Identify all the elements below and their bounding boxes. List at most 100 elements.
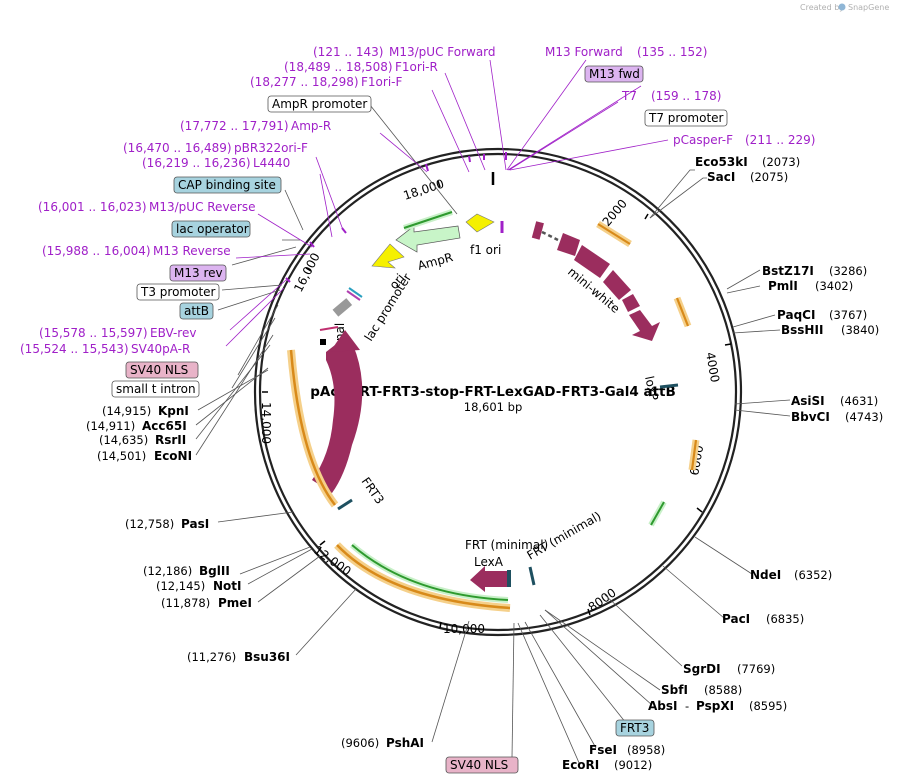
enzyme-absi-sep: - bbox=[685, 699, 689, 713]
enzyme-pasi-pos: (12,758) bbox=[125, 517, 174, 531]
primer-m13-fwd-pos: (135 .. 152) bbox=[637, 45, 707, 59]
primer-amp-r: Amp-R bbox=[291, 119, 331, 133]
enzyme-sgrdi-pos: (7769) bbox=[737, 662, 775, 676]
lac-promoter-feature bbox=[332, 298, 353, 317]
frt-minimal-label-2: FRT (minimal) bbox=[525, 509, 604, 563]
tick-12000: 12,000 bbox=[311, 543, 353, 579]
primer-m13-rev-pos: (15,988 .. 16,004) bbox=[42, 244, 151, 258]
primer-ticks bbox=[285, 152, 507, 283]
loxp-mark bbox=[659, 383, 679, 389]
enzyme-paci: PacI bbox=[722, 612, 750, 626]
frt-minimal-mark-1 bbox=[507, 570, 511, 587]
m13-rev-label: M13 rev bbox=[174, 266, 223, 280]
gal4-feature bbox=[312, 345, 363, 493]
primer-pbr322ori-f: pBR322ori-F bbox=[234, 141, 308, 155]
enzyme-rsrii-pos: (14,635) bbox=[99, 433, 148, 447]
enzyme-pmli: PmlI bbox=[768, 279, 798, 293]
enzyme-saci-pos: (2075) bbox=[750, 170, 788, 184]
enzyme-bglii: BglII bbox=[199, 564, 230, 578]
primer-m13puc-rev-pos: (16,001 .. 16,023) bbox=[38, 200, 147, 214]
primer-sv40pa-r: SV40pA-R bbox=[131, 342, 190, 356]
enzyme-paci-pos: (6835) bbox=[766, 612, 804, 626]
enzyme-acc65i: Acc65I bbox=[142, 419, 187, 433]
leaders-left bbox=[195, 104, 515, 759]
f1-ori-feature bbox=[465, 213, 495, 233]
primer-sv40pa-r-pos: (15,524 .. 15,543) bbox=[20, 342, 129, 356]
enzyme-bsu36i: Bsu36I bbox=[244, 650, 290, 664]
attb-label: attB bbox=[184, 304, 209, 318]
m13-rev-box bbox=[169, 264, 227, 282]
lac-operator-mark bbox=[346, 290, 361, 301]
gal4-arrowhead bbox=[330, 330, 360, 352]
orange-arc-right1 bbox=[597, 223, 631, 245]
cap-binding-label: CAP binding site bbox=[178, 178, 276, 192]
primer-m13puc-rev: M13/pUC Reverse bbox=[149, 200, 256, 214]
enzyme-pasi: PasI bbox=[181, 517, 209, 531]
primer-pcasper-f: pCasper-F bbox=[673, 133, 733, 147]
leaders-primers bbox=[225, 59, 669, 347]
enzyme-econi: EcoNI bbox=[154, 449, 192, 463]
ampr-promoter-box bbox=[267, 95, 372, 113]
enzyme-ndei-pos: (6352) bbox=[794, 568, 832, 582]
enzyme-kpni-pos: (14,915) bbox=[102, 404, 151, 418]
primer-l4440-pos: (16,219 .. 16,236) bbox=[142, 156, 251, 170]
orange-arc-left bbox=[289, 349, 336, 506]
loxp-label: loxP bbox=[642, 375, 661, 402]
enzyme-pmei: PmeI bbox=[218, 596, 252, 610]
frt3-mark bbox=[337, 498, 353, 511]
enzyme-eco53ki-pos: (2073) bbox=[762, 155, 800, 169]
mini-white-exon-1 bbox=[531, 221, 544, 240]
frt3-bottom-label: FRT3 bbox=[620, 721, 649, 735]
t3-promoter-box bbox=[136, 283, 220, 301]
primer-t7-pos: (159 .. 178) bbox=[651, 89, 721, 103]
mini-white-intron bbox=[541, 230, 559, 242]
enzyme-bbvci: BbvCI bbox=[791, 410, 830, 424]
sv40-nls-left-label: SV40 NLS bbox=[130, 363, 188, 377]
enzyme-eco53ki: Eco53kI bbox=[695, 155, 748, 169]
tick-10000: 10,000 bbox=[443, 622, 485, 636]
t3-promoter-label: T3 promoter bbox=[140, 285, 216, 299]
tick-18000: 18,000 bbox=[402, 177, 446, 203]
primer-pbr322ori-f-pos: (16,470 .. 16,489) bbox=[123, 141, 232, 155]
small-t-intron-box bbox=[111, 380, 200, 398]
primer-m13puc-fwd: M13/pUC Forward bbox=[389, 45, 496, 59]
tick-14000: 14,000 bbox=[259, 402, 273, 444]
primer-m13-fwd: M13 Forward bbox=[545, 45, 623, 59]
small-mark-1 bbox=[320, 339, 326, 345]
primer-f1ori-f-pos: (18,277 .. 18,298) bbox=[250, 75, 359, 89]
sv40-nls-bottom-label: SV40 NLS bbox=[450, 758, 508, 772]
ori-feature bbox=[371, 243, 405, 269]
lac-operator-label: lac operator bbox=[176, 222, 249, 236]
backbone-outer bbox=[253, 147, 743, 637]
enzyme-pshai: PshAI bbox=[386, 736, 424, 750]
orange-arc-right2 bbox=[675, 297, 690, 327]
sv40-nls-left-box bbox=[125, 361, 199, 379]
primer-f1ori-f: F1ori-F bbox=[361, 75, 402, 89]
enzyme-noti-pos: (12,145) bbox=[156, 579, 205, 593]
enzyme-paqci: PaqCI bbox=[777, 308, 815, 322]
enzyme-kpni: KpnI bbox=[158, 404, 189, 418]
sv40-polya-mark bbox=[319, 326, 339, 331]
attb-box bbox=[179, 302, 214, 320]
primer-amp-r-pos: (17,772 .. 17,791) bbox=[180, 119, 289, 133]
enzyme-ndei: NdeI bbox=[750, 568, 781, 582]
enzyme-fsei: FseI bbox=[589, 743, 617, 757]
enzyme-absi: AbsI bbox=[648, 699, 677, 713]
enzyme-sgrdi: SgrDI bbox=[683, 662, 721, 676]
primer-ebv-rev-pos: (15,578 .. 15,597) bbox=[39, 326, 148, 340]
enzyme-pspxi-pos: (8595) bbox=[749, 699, 787, 713]
enzyme-pspxi: PspXI bbox=[696, 699, 734, 713]
enzyme-bsshii-pos: (3840) bbox=[841, 323, 879, 337]
enzyme-sbfi-pos: (8588) bbox=[704, 683, 742, 697]
orange-arc-bottom bbox=[336, 544, 511, 610]
primer-m13-rev: M13 Reverse bbox=[153, 244, 231, 258]
lac-operator-box bbox=[171, 220, 251, 238]
green-arc-right bbox=[650, 501, 665, 526]
primer-pcasper-f-pos: (211 .. 229) bbox=[745, 133, 815, 147]
primer-l4440: L4440 bbox=[253, 156, 290, 170]
f1-ori-label: f1 ori bbox=[470, 243, 501, 257]
m13-fwd-label: M13 fwd bbox=[589, 67, 640, 81]
cap-binding-box bbox=[173, 176, 282, 194]
frt-minimal-label-1: FRT (minimal) bbox=[465, 538, 548, 552]
